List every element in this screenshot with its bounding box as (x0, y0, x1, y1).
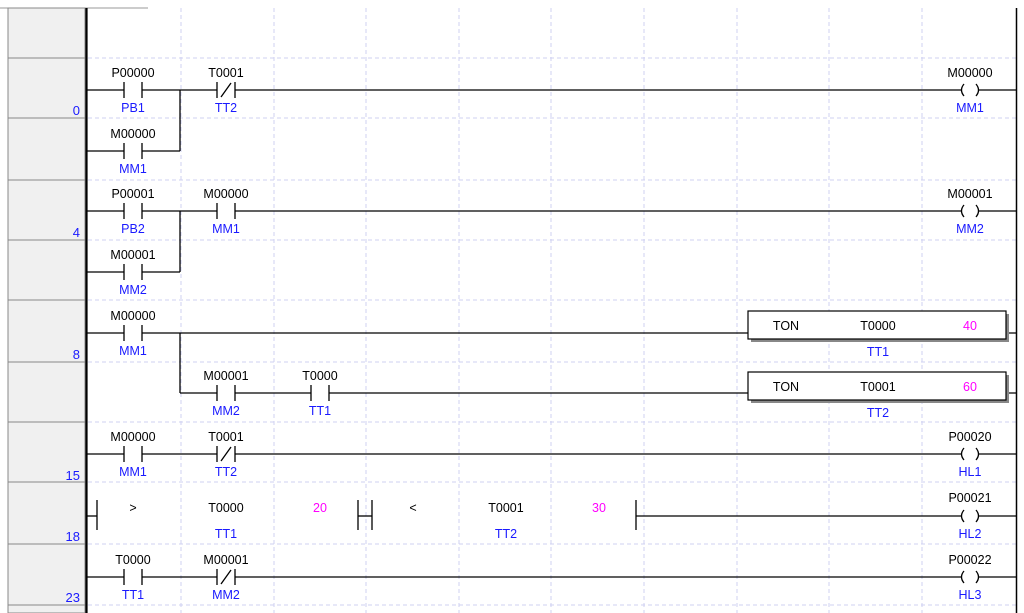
step-gutter: 0 4 8 15 18 23 (7, 7, 86, 613)
contact-address: T0000 (115, 553, 150, 567)
contact-no[interactable]: M00000 MM1 (203, 187, 248, 236)
coil-device-name: HL1 (959, 465, 982, 479)
output-coil[interactable]: P00020 HL1 (948, 430, 991, 479)
timer-preset: 60 (963, 380, 977, 394)
output-coil[interactable]: M00001 MM2 (947, 187, 992, 236)
compare-block-gt[interactable]: > T0000 20 TT1 (96, 500, 359, 541)
timer-device-name: TT2 (867, 406, 889, 420)
contact-device-name: MM1 (119, 465, 147, 479)
contact-address: M00001 (110, 248, 155, 262)
step-number: 18 (66, 529, 80, 544)
contact-no[interactable]: M00001 MM2 (110, 248, 155, 297)
contact-device-name: TT2 (215, 465, 237, 479)
compare-device-name: TT1 (215, 527, 237, 541)
coil-device-name: HL2 (959, 527, 982, 541)
contact-address: M00000 (203, 187, 248, 201)
contact-address: P00000 (111, 66, 154, 80)
compare-operand: T0000 (208, 501, 243, 515)
timer-instruction: TON (773, 380, 799, 394)
compare-operand: T0001 (488, 501, 523, 515)
coil-address: P00021 (948, 491, 991, 505)
timer-block-ton[interactable]: TON T0001 60 TT2 (747, 371, 1009, 420)
contact-nc[interactable]: T0001 TT2 (208, 66, 243, 115)
timer-address: T0001 (860, 380, 895, 394)
output-coil[interactable]: P00021 HL2 (948, 491, 991, 541)
contact-no[interactable]: M00000 MM1 (110, 309, 155, 358)
contact-device-name: TT1 (122, 588, 144, 602)
output-coil[interactable]: M00000 MM1 (947, 66, 992, 115)
coil-device-name: MM2 (956, 222, 984, 236)
contact-device-name: MM2 (119, 283, 147, 297)
contact-no[interactable]: M00000 MM1 (110, 430, 155, 479)
contact-nc[interactable]: T0001 TT2 (208, 430, 243, 479)
timer-block-ton[interactable]: TON T0000 40 TT1 (747, 310, 1009, 359)
contact-no[interactable]: M00001 MM2 (203, 369, 248, 418)
contact-device-name: MM1 (119, 162, 147, 176)
contact-address: M00001 (203, 553, 248, 567)
contact-no[interactable]: M00000 MM1 (110, 127, 155, 176)
contact-device-name: MM1 (119, 344, 147, 358)
timer-preset: 40 (963, 319, 977, 333)
timer-instruction: TON (773, 319, 799, 333)
coil-address: P00020 (948, 430, 991, 444)
step-number: 8 (73, 347, 80, 362)
contact-address: M00000 (110, 430, 155, 444)
contact-address: T0001 (208, 430, 243, 444)
coil-address: M00000 (947, 66, 992, 80)
coil-address: M00001 (947, 187, 992, 201)
compare-block-lt[interactable]: < T0001 30 TT2 (371, 500, 637, 541)
contact-no[interactable]: T0000 TT1 (302, 369, 337, 418)
contact-address: T0001 (208, 66, 243, 80)
output-coil[interactable]: P00022 HL3 (948, 553, 991, 602)
contact-device-name: TT1 (309, 404, 331, 418)
contact-device-name: PB2 (121, 222, 145, 236)
contact-device-name: MM1 (212, 222, 240, 236)
contact-no[interactable]: T0000 TT1 (115, 553, 150, 602)
contact-device-name: TT2 (215, 101, 237, 115)
contact-no[interactable]: P00001 PB2 (111, 187, 154, 236)
step-number: 23 (66, 590, 80, 605)
coil-device-name: MM1 (956, 101, 984, 115)
compare-constant: 20 (313, 501, 327, 515)
step-number: 15 (66, 468, 80, 483)
timer-address: T0000 (860, 319, 895, 333)
editor-grid (88, 8, 1016, 613)
compare-constant: 30 (592, 501, 606, 515)
step-number: 4 (73, 225, 80, 240)
contact-address: P00001 (111, 187, 154, 201)
contact-address: M00000 (110, 127, 155, 141)
coil-device-name: HL3 (959, 588, 982, 602)
contact-address: M00001 (203, 369, 248, 383)
step-number: 0 (73, 103, 80, 118)
contact-no[interactable]: P00000 PB1 (111, 66, 154, 115)
contact-device-name: PB1 (121, 101, 145, 115)
coil-address: P00022 (948, 553, 991, 567)
contact-address: M00000 (110, 309, 155, 323)
contact-device-name: MM2 (212, 588, 240, 602)
contact-address: T0000 (302, 369, 337, 383)
compare-operator: < (409, 501, 416, 515)
timer-device-name: TT1 (867, 345, 889, 359)
compare-operator: > (129, 501, 136, 515)
compare-device-name: TT2 (495, 527, 517, 541)
contact-nc[interactable]: M00001 MM2 (203, 553, 248, 602)
contact-device-name: MM2 (212, 404, 240, 418)
